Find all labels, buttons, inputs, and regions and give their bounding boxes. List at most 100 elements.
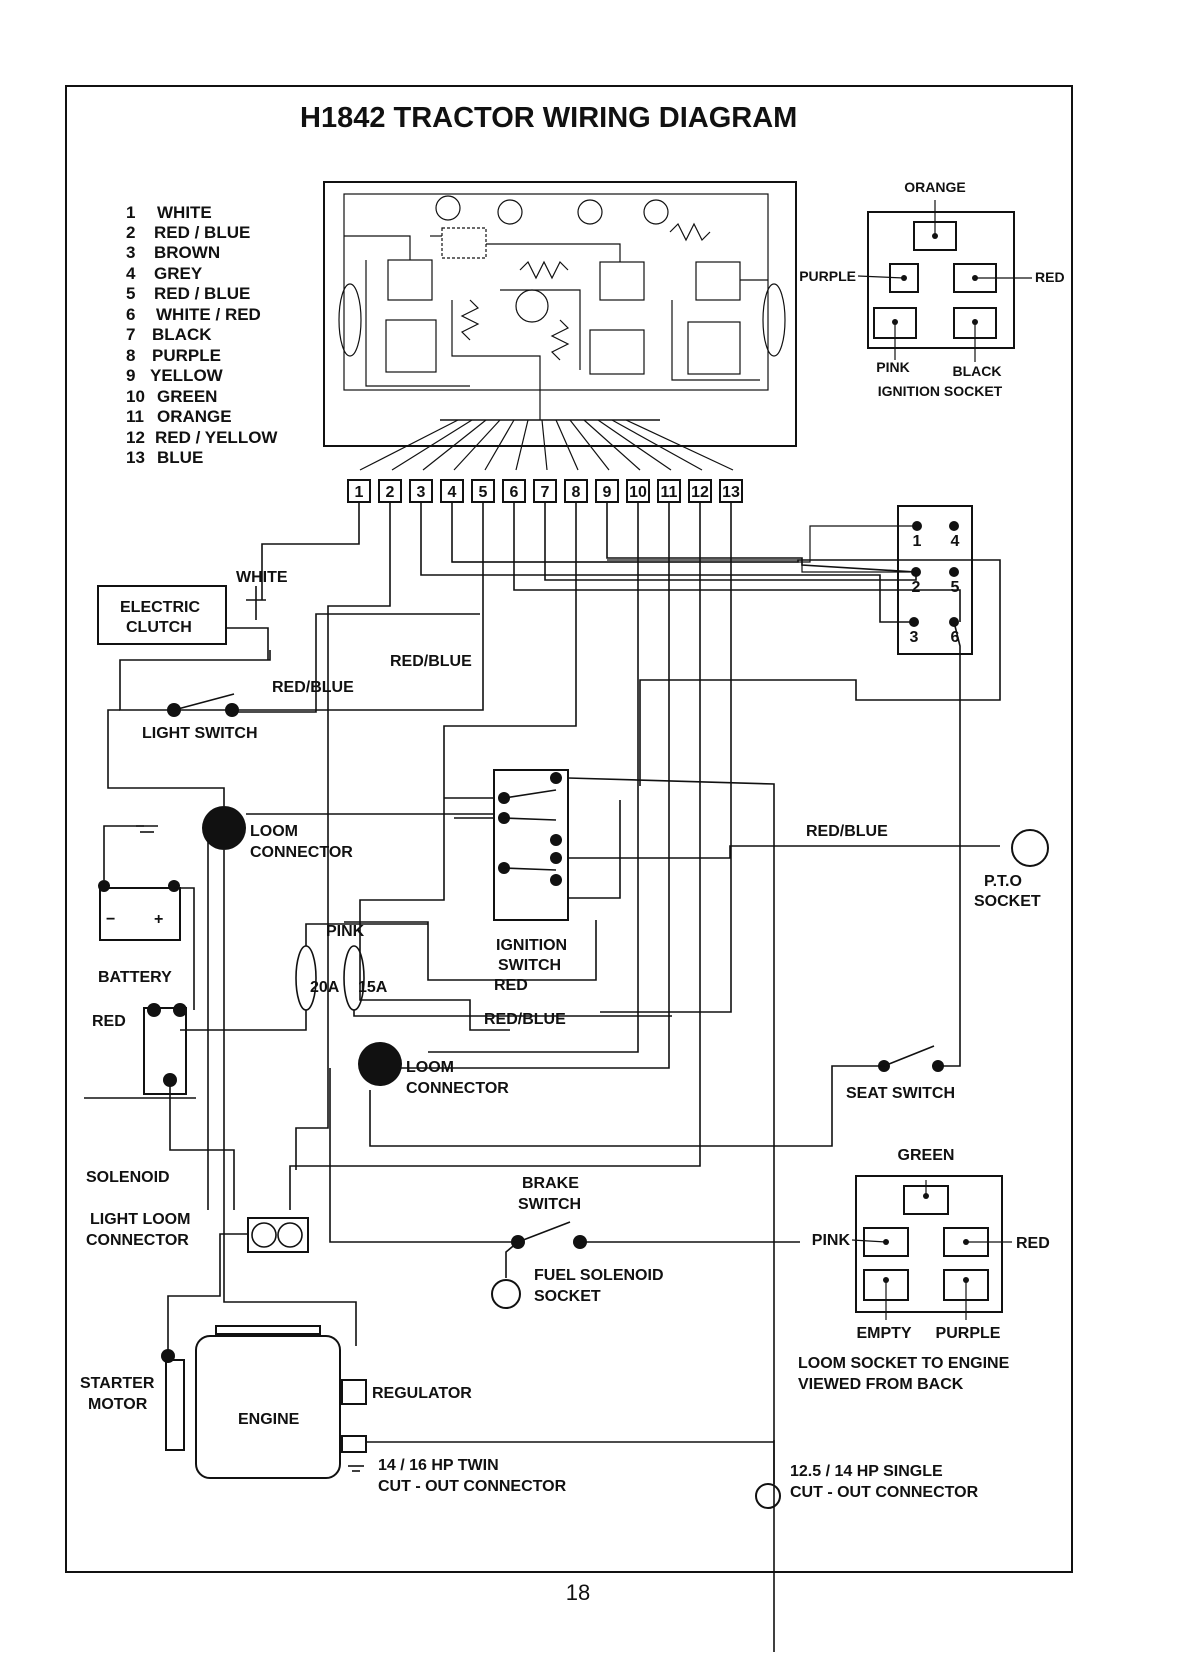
brake-switch-blade <box>517 1221 571 1243</box>
pin-dot <box>949 521 959 531</box>
wire <box>513 502 961 622</box>
wire <box>180 1010 307 1031</box>
terminal-number: 8 <box>572 484 581 501</box>
single-cutout-label-1: 12.5 / 14 HP SINGLE <box>790 1463 943 1480</box>
pin-number: 2 <box>912 579 921 596</box>
ignition-socket-orange-label: ORANGE <box>904 179 965 195</box>
resistor-icon <box>460 299 480 341</box>
legend-number: 12 <box>126 428 145 447</box>
ignition-socket-red-label: RED <box>1035 269 1065 285</box>
seat-switch-label: SEAT SWITCH <box>846 1085 955 1102</box>
solenoid-terminal <box>163 1073 177 1087</box>
loom-connector-lower-label-1: LOOM <box>406 1059 454 1076</box>
fuse-15a-icon <box>343 945 365 1011</box>
legend-number: 1 <box>126 203 135 222</box>
legend-colour: BLUE <box>157 448 203 467</box>
wire <box>938 621 961 1067</box>
led-icon <box>643 199 669 225</box>
wire <box>289 502 701 1210</box>
legend-colour: WHITE <box>157 203 212 222</box>
switch-terminal <box>550 772 562 784</box>
relay-3 <box>695 261 741 301</box>
wire <box>567 777 775 1652</box>
component-labels: WHITE ELECTRIC CLUTCH RED/BLUE RED/BLUE … <box>80 569 1041 1501</box>
terminal-number: 10 <box>629 484 647 501</box>
fan-out-wire <box>583 419 641 471</box>
fuel-solenoid-label-2: SOCKET <box>534 1288 601 1305</box>
legend-colour: WHITE / RED <box>156 305 261 324</box>
wire <box>174 887 195 1010</box>
fan-out-wire <box>391 419 473 471</box>
terminal-number: 2 <box>386 484 395 501</box>
pin-number: 3 <box>910 629 919 646</box>
wire <box>344 920 597 981</box>
pin-number: 4 <box>951 533 960 550</box>
resistor-icon <box>550 319 570 361</box>
loom-socket-pin <box>863 1227 909 1257</box>
white-wire-label: WHITE <box>236 569 288 586</box>
pto-label-1: P.T.O <box>984 873 1022 890</box>
red-blue-wire-label: RED/BLUE <box>390 653 472 670</box>
pcb-trace <box>500 289 581 370</box>
battery-plus-label: + <box>154 911 163 928</box>
fan-out-wire <box>515 419 529 471</box>
fan-out-wire <box>611 419 703 471</box>
legend-colour: RED / BLUE <box>154 284 250 303</box>
ignition-socket-pin <box>889 263 919 293</box>
wiring-harness <box>84 502 1049 1652</box>
terminal-number: 6 <box>510 484 519 501</box>
pink-wire-label: PINK <box>326 923 365 940</box>
legend-colour: RED / YELLOW <box>155 428 278 447</box>
fuel-solenoid-label-1: FUEL SOLENOID <box>534 1267 664 1284</box>
light-switch-label: LIGHT SWITCH <box>142 725 258 742</box>
ignition-socket-frame <box>867 211 1015 349</box>
legend-number: 10 <box>126 387 145 406</box>
relay-contacts-3 <box>687 321 741 375</box>
fuse-15a-label: 15A <box>358 979 388 996</box>
fan-out-wire <box>484 419 515 471</box>
wire <box>329 1068 518 1243</box>
engine-block <box>195 1335 341 1479</box>
wire <box>103 825 144 880</box>
legend-number: 13 <box>126 448 145 467</box>
ic-chip <box>441 227 487 259</box>
led-icon <box>435 195 461 221</box>
buzzer-icon <box>515 289 549 323</box>
leader-line <box>857 275 905 279</box>
terminal-number: 3 <box>417 484 426 501</box>
fan-out-wire <box>541 419 548 471</box>
red-blue-wire-label: RED/BLUE <box>484 1011 566 1028</box>
loom-socket-caption-1: LOOM SOCKET TO ENGINE <box>798 1355 1010 1372</box>
fan-out-wire <box>625 419 734 471</box>
loom-socket-purple-label: PURPLE <box>936 1325 1001 1342</box>
legend-number: 11 <box>126 407 144 426</box>
light-loom-label-1: LIGHT LOOM <box>90 1211 190 1228</box>
ignition-socket-black-label: BLACK <box>953 363 1002 379</box>
light-loom-label-2: CONNECTOR <box>86 1232 189 1249</box>
brake-switch-label-1: BRAKE <box>522 1175 579 1192</box>
wire <box>223 850 357 1346</box>
page-number: 18 <box>566 1580 590 1605</box>
red-wire-label-small: RED <box>92 1013 126 1030</box>
loom-connector-upper-label-2: CONNECTOR <box>250 844 353 861</box>
fuse-20a-label: 20A <box>310 979 340 996</box>
pcb-trace <box>365 260 470 387</box>
loom-socket-frame <box>855 1175 1003 1313</box>
loom-connector-upper-label-1: LOOM <box>250 823 298 840</box>
legend-number: 2 <box>126 223 135 242</box>
regulator-box <box>341 1379 367 1405</box>
pin-dot <box>949 567 959 577</box>
brake-switch-label-2: SWITCH <box>518 1196 581 1213</box>
switch-terminal <box>550 852 562 864</box>
fan-out-wire <box>359 419 459 471</box>
wire <box>226 627 269 660</box>
legend-colour: PURPLE <box>152 346 221 365</box>
ignition-switch-label-2: SWITCH <box>498 957 561 974</box>
thermal-fuse-right-icon <box>762 283 786 357</box>
wire <box>169 1086 235 1210</box>
fan-out-wire <box>569 419 610 471</box>
legend-number: 5 <box>126 284 135 303</box>
twin-cutout-label-2: CUT - OUT CONNECTOR <box>378 1478 567 1495</box>
